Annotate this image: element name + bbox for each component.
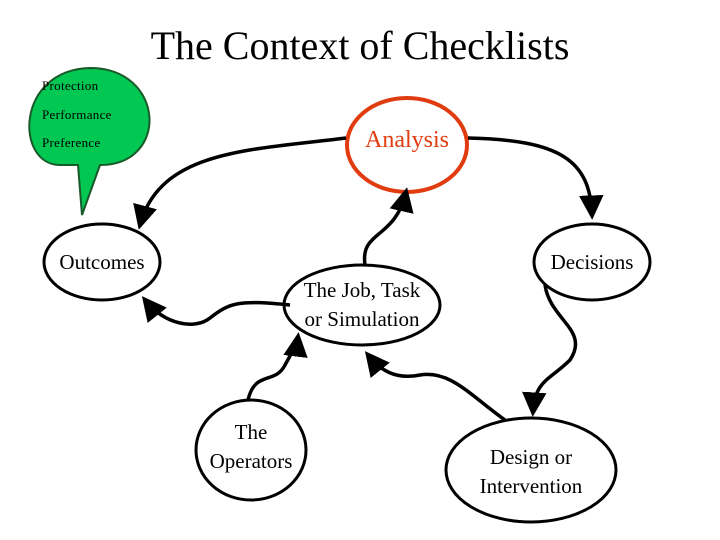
page-title: The Context of Checklists xyxy=(150,23,570,68)
design-label-line2: Intervention xyxy=(479,474,583,498)
design-label-line1: Design or xyxy=(489,445,573,469)
outcomes-ellipse[interactable] xyxy=(42,222,162,302)
job-label-line2: or Simulation xyxy=(304,307,420,331)
design-label: Design or Intervention xyxy=(456,443,606,501)
operators-ellipse[interactable] xyxy=(194,398,308,502)
arrow-decisions-to-design xyxy=(522,284,578,417)
callout-item-preference: Preference xyxy=(42,135,101,150)
analysis-label: Analysis xyxy=(365,127,449,153)
operators-label-line1: The xyxy=(234,420,268,444)
operators-label: The Operators xyxy=(196,418,306,476)
design-ellipse[interactable] xyxy=(444,416,618,524)
outcomes-label: Outcomes xyxy=(59,250,145,274)
arrow-operators-to-job xyxy=(246,332,308,401)
callout-item-performance: Performance xyxy=(42,107,112,122)
callout-bubble xyxy=(28,66,151,216)
job-label-line1: The Job, Task xyxy=(303,278,421,302)
decisions-ellipse[interactable] xyxy=(532,222,652,302)
decisions-label: Decisions xyxy=(550,250,634,274)
callout-item-protection: Protection xyxy=(42,78,99,93)
arrow-job-to-outcomes xyxy=(141,296,291,326)
arrow-analysis-to-outcomes xyxy=(133,136,347,230)
job-label: The Job, Task or Simulation xyxy=(282,276,442,334)
arrow-design-to-job xyxy=(364,351,507,422)
operators-label-line2: Operators xyxy=(209,449,293,473)
arrow-job-to-analysis xyxy=(362,187,414,266)
arrow-analysis-to-decisions xyxy=(467,136,604,220)
